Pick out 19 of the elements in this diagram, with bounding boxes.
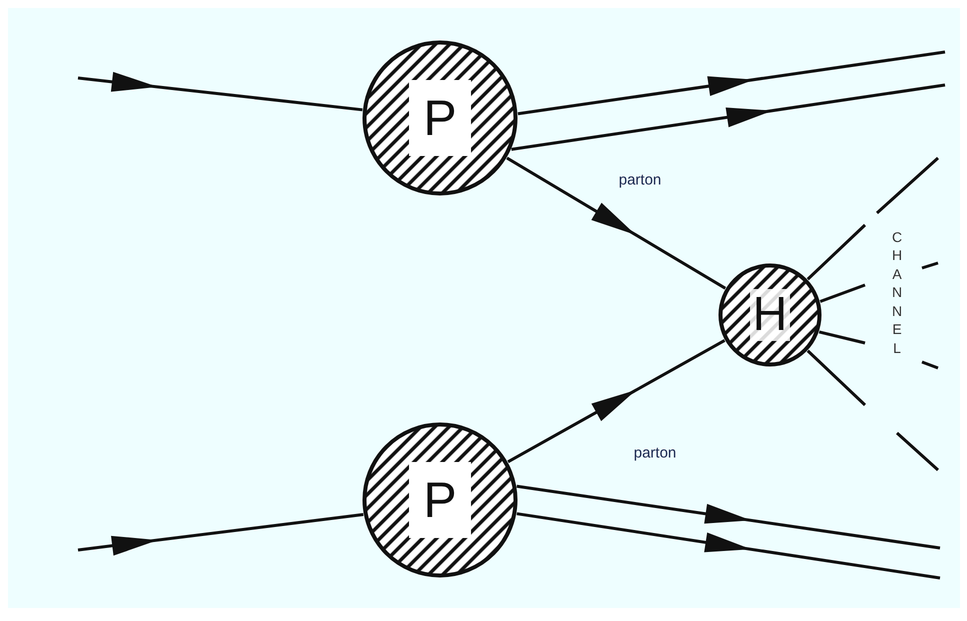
particle-label: H <box>750 289 790 341</box>
arrow <box>518 50 946 116</box>
particle-label: P <box>409 462 471 538</box>
line <box>806 224 866 280</box>
line <box>820 284 866 303</box>
arrow <box>516 484 940 550</box>
arrow <box>516 512 940 580</box>
hatched-particle-circle <box>362 422 518 578</box>
channel-label: CHANNEL <box>890 228 904 358</box>
arrow <box>506 156 726 290</box>
arrow <box>507 339 726 464</box>
arrow <box>78 513 364 556</box>
arrow <box>78 72 363 112</box>
particle-label: P <box>409 80 471 156</box>
hatched-particle-circle <box>718 263 822 367</box>
hatched-particle-circle <box>362 40 518 196</box>
arrow <box>511 84 946 151</box>
line <box>818 330 866 344</box>
line <box>806 350 866 406</box>
